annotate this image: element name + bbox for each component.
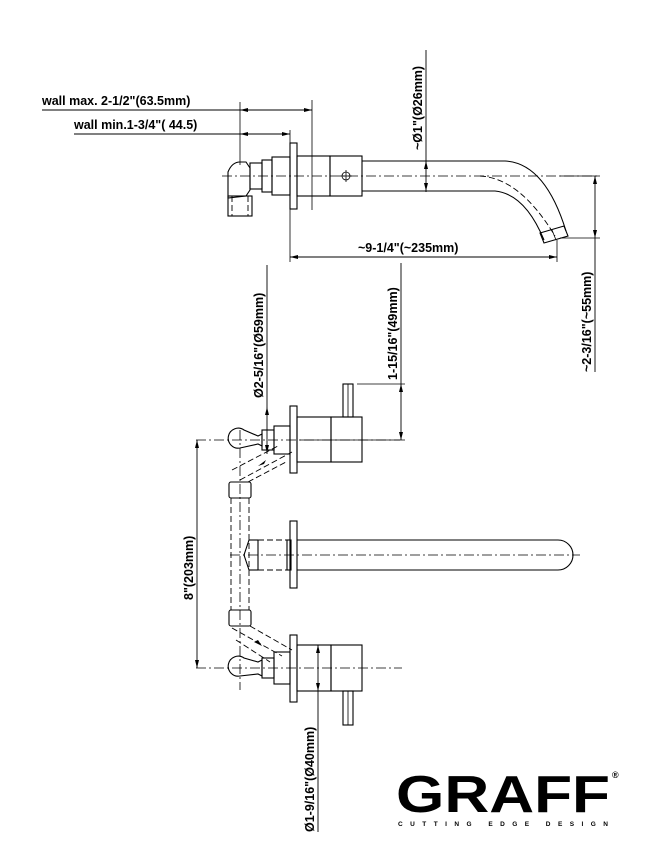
arrow-head	[195, 440, 199, 448]
lower-valve-inlet	[227, 655, 263, 677]
spout-collar	[329, 155, 363, 197]
arrow-head	[265, 407, 269, 415]
arrow-head	[593, 230, 597, 238]
spout-bottom-edge	[362, 190, 545, 241]
spout-coupling	[286, 539, 292, 571]
side-view: wall max. 2-1/2"(63.5mm) wall min.1-3/4"…	[41, 50, 600, 372]
arrow-head	[399, 432, 403, 440]
arrow-head	[290, 255, 298, 259]
brand-name: GRAFF	[396, 766, 610, 824]
registered-mark: ®	[612, 770, 619, 780]
escutcheon-diameter-label: Ø2-5/16"(Ø59mm)	[252, 293, 266, 398]
arrow-head	[195, 660, 199, 668]
upper-handle-base	[296, 416, 332, 463]
spout-center-curve	[479, 175, 556, 237]
arrow-head	[304, 108, 312, 112]
upper-handle-body	[330, 416, 363, 463]
arrow-head	[316, 645, 320, 653]
spout-drop-label: ~2-3/16"(~55mm)	[580, 272, 594, 372]
arrow-head	[265, 445, 269, 453]
arrow-head	[282, 132, 290, 136]
arrow-head	[424, 183, 428, 191]
brand-tagline: CUTTING EDGE DESIGN	[398, 821, 608, 828]
spout-diameter-label: ~Ø1"(Ø26mm)	[411, 66, 425, 150]
arrow-head	[593, 176, 597, 184]
flow-arrow-icon	[258, 460, 266, 466]
handle-height-label: 1-15/16"(49mm)	[386, 287, 400, 380]
graff-logo: GRAFF ® CUTTING EDGE DESIGN	[396, 766, 619, 828]
hidden-line	[249, 625, 293, 651]
front-view: Ø2-5/16"(Ø59mm) 1-15/16"(49mm)	[182, 263, 580, 832]
spout-inlet-tip	[243, 539, 250, 571]
arrow-head	[424, 161, 428, 169]
spout-top-edge	[362, 160, 567, 232]
upper-valve-inlet	[227, 427, 263, 449]
manifold-nut-lower	[228, 609, 252, 627]
flow-arrow-icon	[254, 640, 262, 646]
spout-escutcheon	[289, 520, 298, 589]
hidden-line	[235, 639, 271, 663]
spout-arm	[297, 539, 574, 571]
arrow-head	[549, 255, 557, 259]
spout-aerator	[539, 225, 569, 244]
hidden-line	[247, 461, 287, 483]
upper-escutcheon	[289, 405, 298, 474]
handle-body-diameter-label: Ø1-9/16"(Ø40mm)	[303, 727, 317, 832]
hidden-line	[239, 451, 293, 481]
arrow-head	[316, 683, 320, 691]
arrow-head	[240, 132, 248, 136]
aerator-line	[551, 229, 557, 241]
elbow-thread	[227, 195, 253, 217]
wall-max-label: wall max. 2-1/2"(63.5mm)	[41, 94, 190, 108]
arrow-head	[399, 384, 403, 392]
lower-escutcheon	[289, 634, 298, 703]
elbow-fitting	[227, 161, 251, 199]
spout-reach-label: ~9-1/4"(~235mm)	[358, 241, 458, 255]
wall-min-label: wall min.1-3/4"( 44.5)	[73, 118, 197, 132]
valve-spacing-label: 8"(203mm)	[182, 536, 196, 600]
arrow-head	[240, 108, 248, 112]
